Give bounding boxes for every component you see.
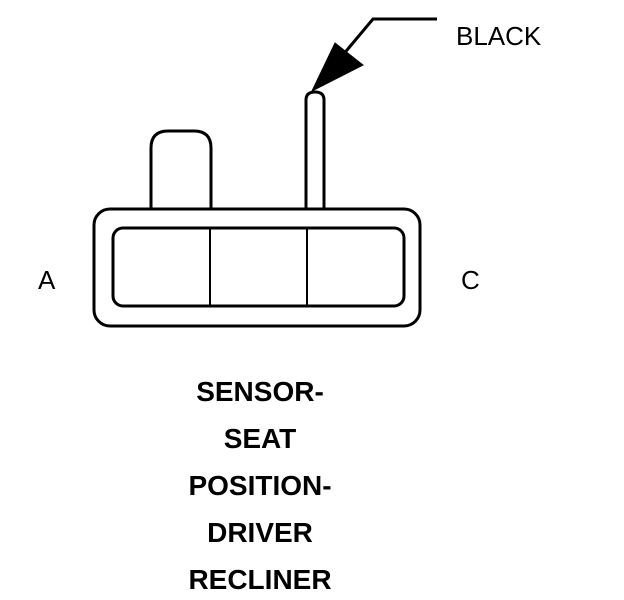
caption-line-1: SENSOR- [196, 376, 324, 407]
caption-line-4: DRIVER [207, 517, 313, 548]
connector-cavity-frame [111, 226, 406, 308]
wire-color-label: BLACK [456, 21, 542, 51]
leader-line [340, 17, 437, 57]
leader-arrowhead [310, 42, 364, 93]
wire-black [304, 90, 326, 210]
pin-label-a: A [38, 265, 56, 295]
caption-line-5: RECLINER [188, 564, 332, 595]
connector-housing [92, 207, 422, 328]
caption-line-3: POSITION- [188, 470, 332, 501]
caption-line-2: SEAT [223, 423, 297, 454]
connector-latch-tab [149, 129, 213, 210]
pin-label-c: C [461, 265, 480, 295]
